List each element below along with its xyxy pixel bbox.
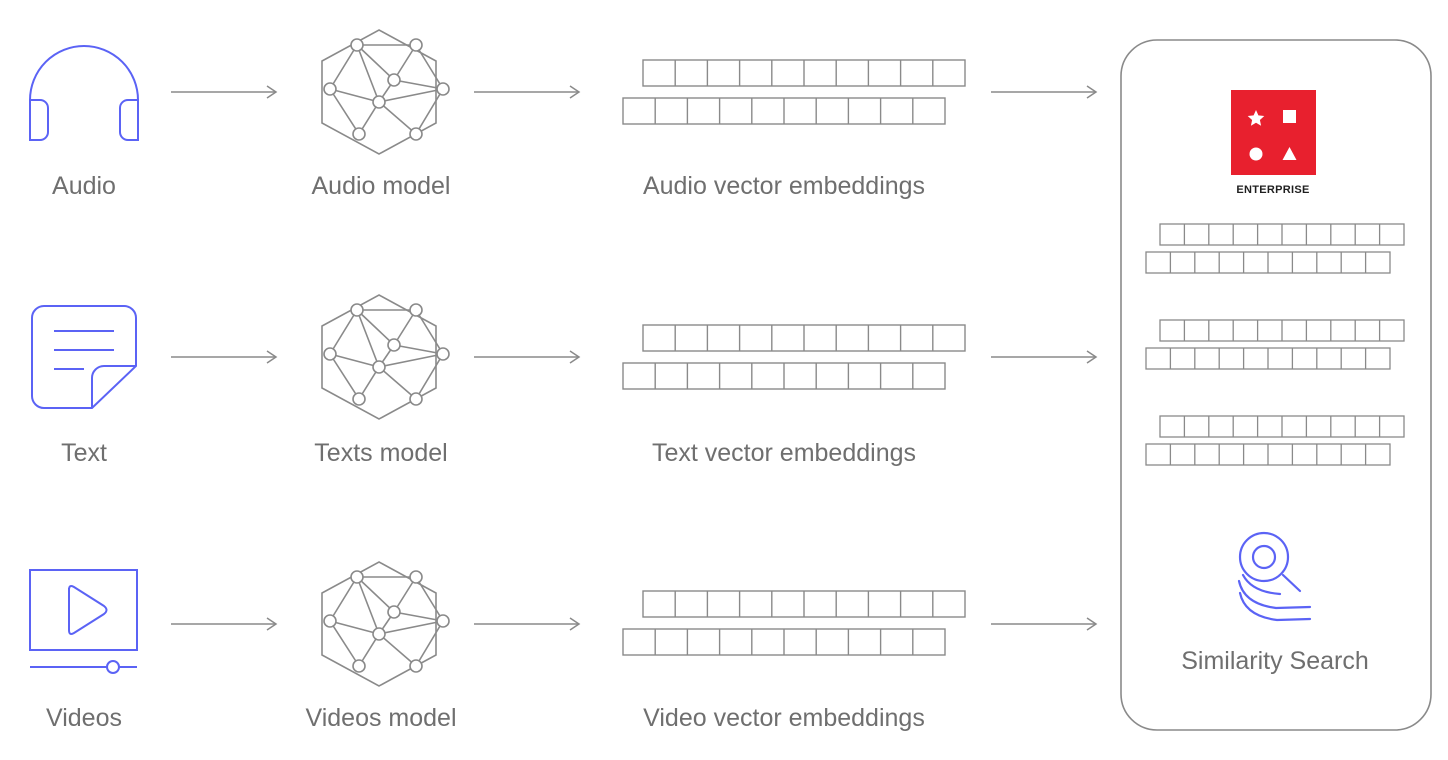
vector-embeddings-graphic [622,324,966,390]
arrow-model-to-embeddings [473,617,580,631]
embeddings-label-audio: Audio vector embeddings [643,172,925,200]
model-label-text: Texts model [314,439,447,467]
database-panel: ENTERPRISE Similarity Search [1120,39,1432,731]
arrow-text-to-model [170,350,277,364]
embeddings-label-text: Text vector embeddings [652,439,916,467]
neural-network-icon [321,294,450,420]
document-icon [31,305,137,409]
arrow-videos-to-model [170,617,277,631]
arrow-embeddings-to-database [990,85,1097,99]
embeddings-label-videos: Video vector embeddings [643,704,925,732]
enterprise-logo-label: ENTERPRISE [1236,184,1309,196]
vector-embeddings-graphic [622,590,966,656]
row-videos: Videos Videos model Video vector embeddi… [29,561,1097,732]
video-player-icon [29,569,138,674]
model-label-audio: Audio model [312,172,451,200]
neural-network-icon [321,29,450,155]
headphones-icon [29,45,139,141]
enterprise-logo-icon [1231,90,1316,175]
similarity-search-label: Similarity Search [1181,647,1369,675]
arrow-audio-to-model [170,85,277,99]
source-label-text: Text [61,439,107,467]
arrow-embeddings-to-database [990,350,1097,364]
row-audio: Audio Audio model Audio vector embedding… [29,29,1097,200]
similarity-search-icon [1237,531,1312,622]
neural-network-icon [321,561,450,687]
model-label-videos: Videos model [305,704,456,732]
arrow-embeddings-to-database [990,617,1097,631]
arrow-model-to-embeddings [473,350,580,364]
arrow-model-to-embeddings [473,85,580,99]
row-text: Text Texts model Text vector embeddings [31,294,1097,467]
source-label-videos: Videos [46,704,122,732]
vector-embeddings-graphic [622,59,966,125]
source-label-audio: Audio [52,172,116,200]
